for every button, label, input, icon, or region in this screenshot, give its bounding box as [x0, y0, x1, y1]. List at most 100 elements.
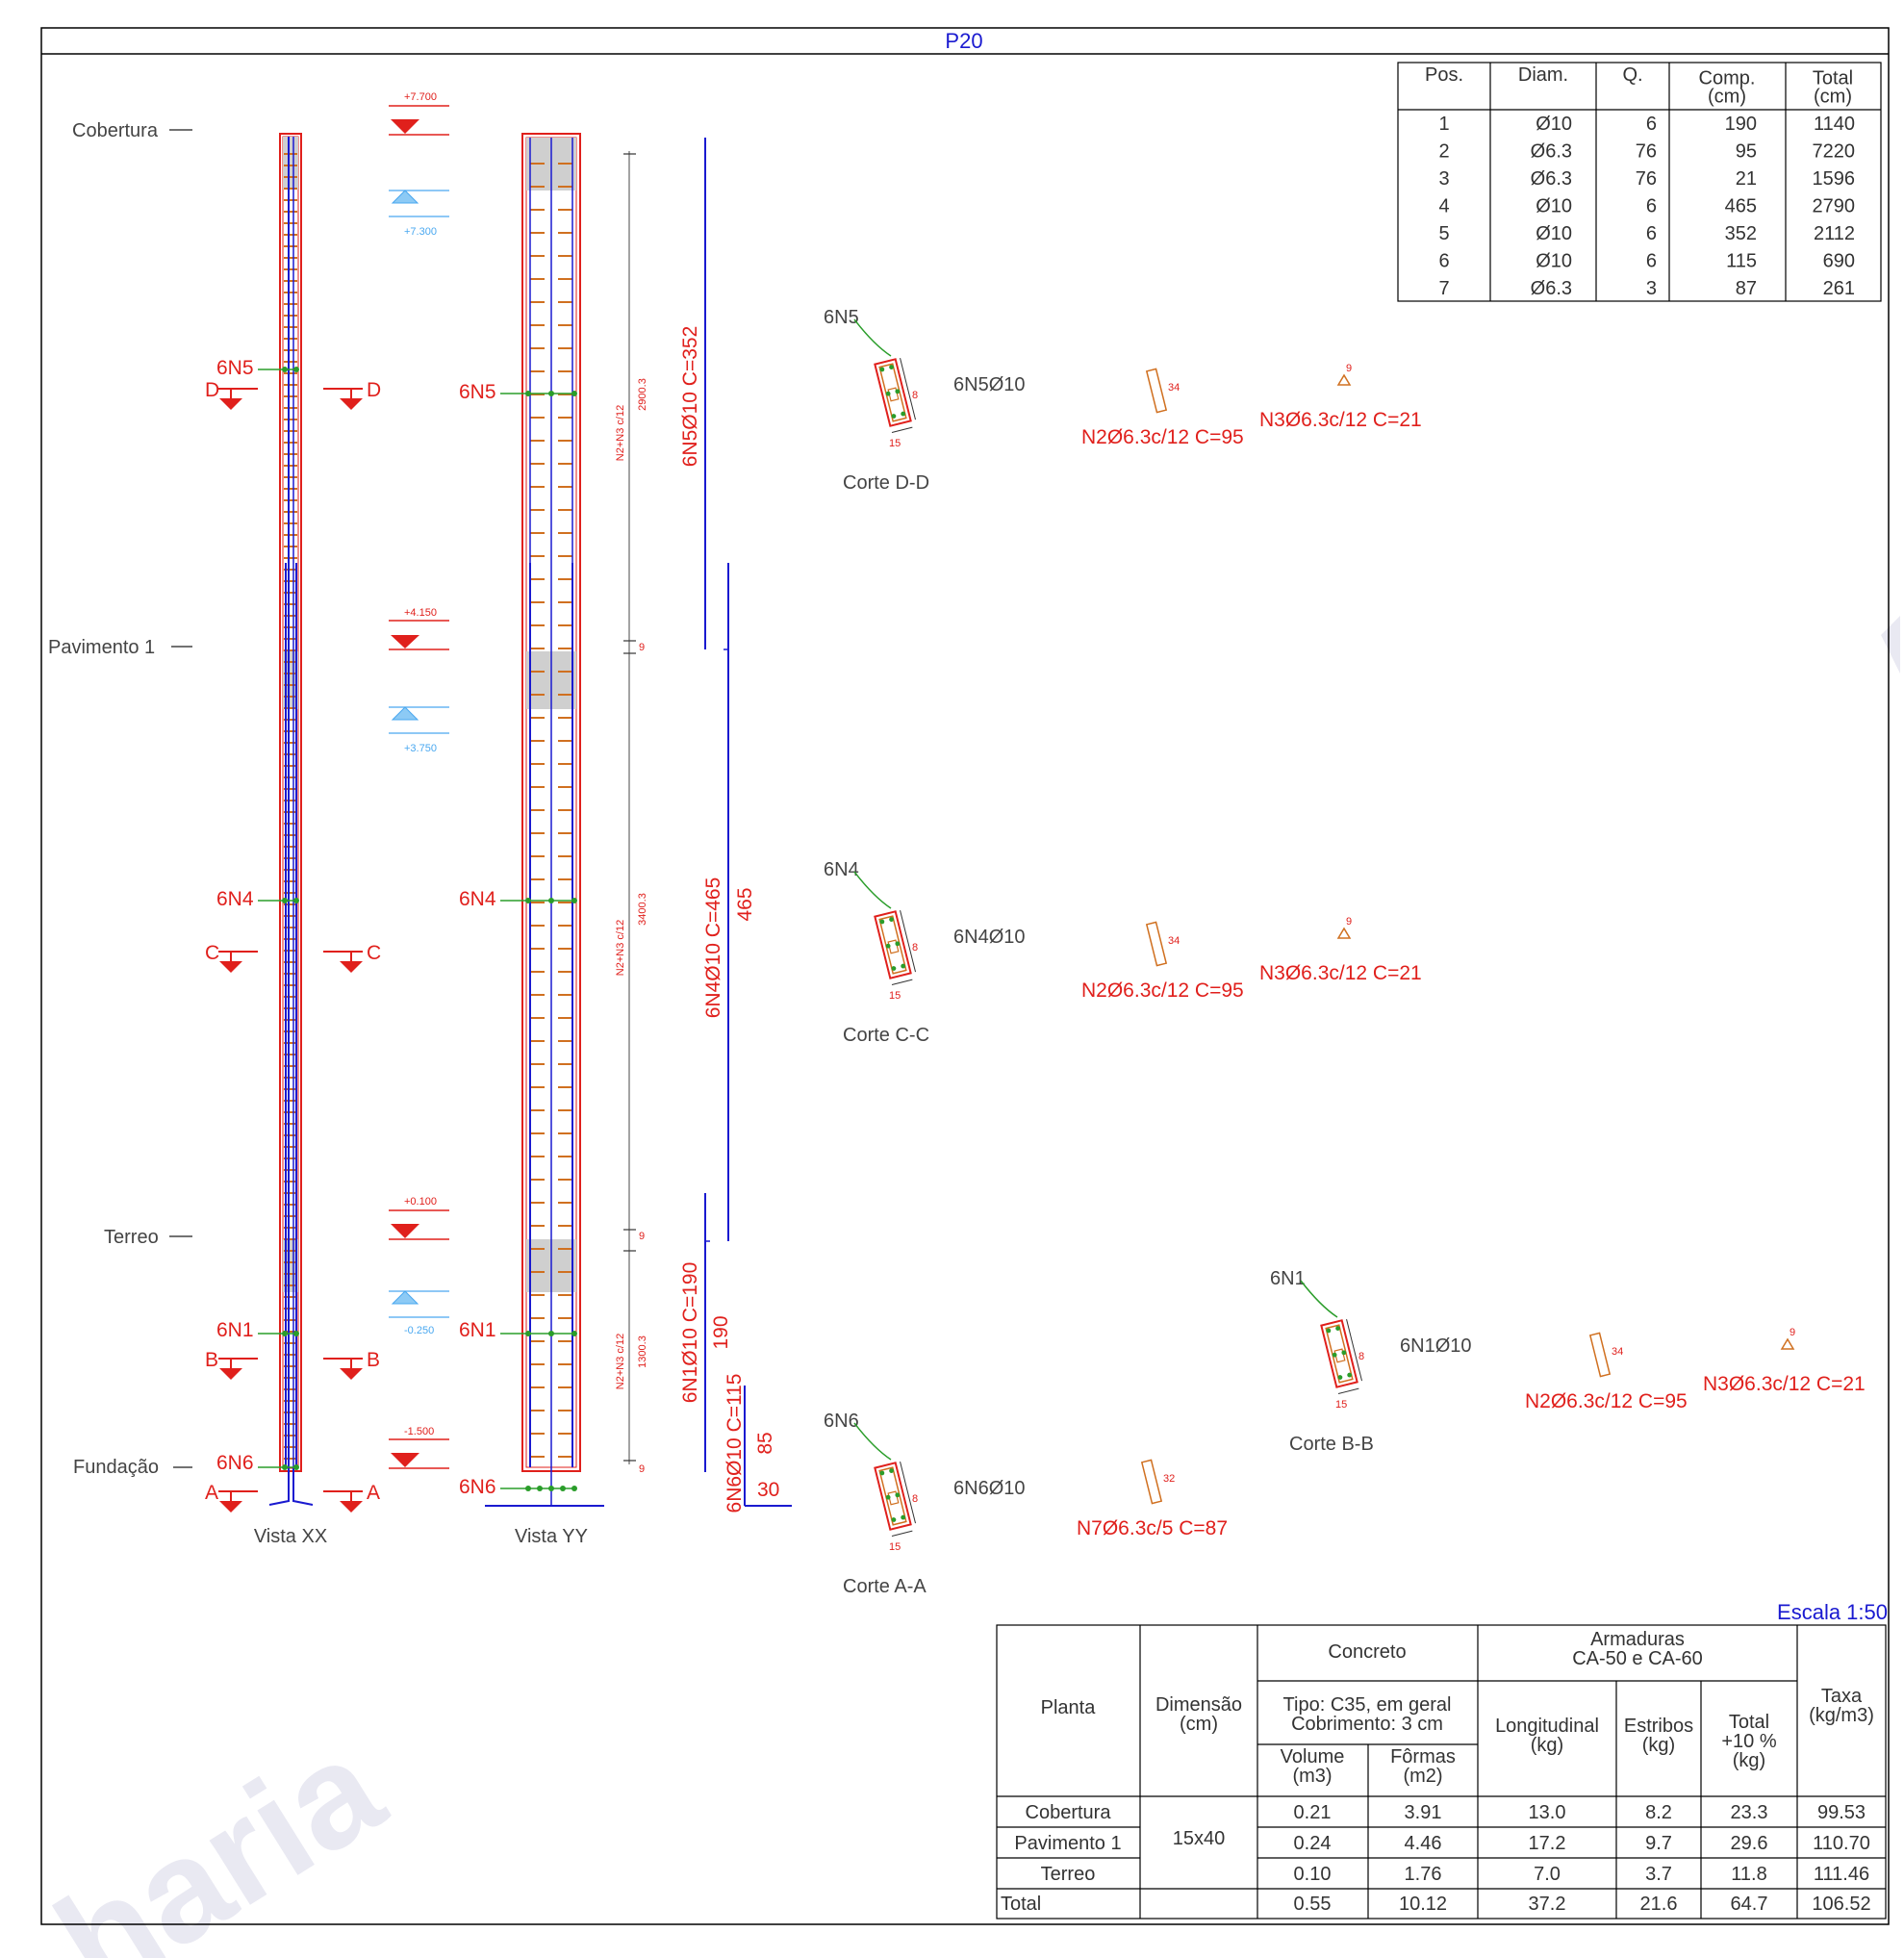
- stirrup-dim: 34: [1168, 382, 1180, 394]
- sum-cell: 0.24: [1294, 1833, 1332, 1854]
- sum-cell: 99.53: [1817, 1802, 1866, 1823]
- steel-cell: 3: [1438, 168, 1449, 190]
- section-tie: N3Ø6.3c/12 C=21: [1259, 409, 1422, 431]
- label-vista-xx: Vista XX: [254, 1526, 327, 1547]
- steel-cell: 76: [1636, 168, 1657, 190]
- steel-cell: 7220: [1813, 141, 1856, 163]
- tie-dim: 9: [1346, 916, 1352, 928]
- stirrup-note-lower: N2+N3 c/12: [615, 1334, 626, 1389]
- cut-letter-left: D: [205, 379, 219, 401]
- xx-mark-n6: 6N6: [216, 1452, 254, 1474]
- dim-width: 15: [889, 438, 901, 449]
- bar-n6-hook: 30: [757, 1479, 779, 1501]
- bar-n6-length: 85: [754, 1432, 776, 1454]
- steel-cell: 5: [1438, 223, 1449, 244]
- sum-cell: 4.46: [1405, 1833, 1442, 1854]
- section-mark: 6N4: [824, 859, 859, 880]
- level-cobertura: Cobertura: [72, 120, 159, 141]
- steel-cell: 352: [1725, 223, 1757, 244]
- stirrup-gap-2: 9: [639, 1231, 645, 1242]
- stirrup-note-upper: N2+N3 c/12: [615, 405, 626, 461]
- steel-cell: 1596: [1813, 168, 1856, 190]
- section-tie: N3Ø6.3c/12 C=21: [1259, 962, 1422, 984]
- elevation-markers: +7.700 +7.300 +4.150 +3.750 +0.100 -0.25…: [389, 91, 449, 1469]
- section-stirrup: N7Ø6.3c/5 C=87: [1077, 1517, 1228, 1539]
- sum-total-cell: 0.55: [1294, 1894, 1332, 1915]
- section-stirrup: N2Ø6.3c/12 C=95: [1081, 979, 1244, 1002]
- yy-mark-n4: 6N4: [459, 888, 496, 910]
- stirrup-len-upper: 2900.3: [637, 378, 648, 411]
- steel-header: Diam.: [1518, 64, 1568, 86]
- tie-dim: 9: [1790, 1327, 1795, 1338]
- steel-cell: 21: [1736, 168, 1757, 190]
- sum-row-label: Terreo: [1041, 1864, 1096, 1885]
- yy-mark-n5: 6N5: [459, 381, 496, 403]
- steel-cell: 2112: [1814, 223, 1855, 244]
- bar-n4-label: 6N4Ø10 C=465: [702, 877, 724, 1019]
- dim-height: 8: [912, 390, 918, 401]
- steel-cell: 690: [1823, 251, 1855, 272]
- sum-cell: 0.10: [1294, 1864, 1332, 1885]
- cut-letter-left: B: [205, 1349, 218, 1371]
- sum-cell: 17.2: [1529, 1833, 1566, 1854]
- level-pavimento1: Pavimento 1: [48, 637, 155, 658]
- sum-cell: 3.7: [1645, 1864, 1672, 1885]
- elev-m0250: -0.250: [404, 1325, 434, 1336]
- sum-total-cell: 37.2: [1529, 1894, 1566, 1915]
- xx-bar-marks: 6N5 6N4 6N1 6N6: [216, 357, 299, 1474]
- level-labels: Cobertura Pavimento 1 Terreo Fundação: [48, 120, 192, 1478]
- bar-n4-length: 465: [734, 887, 756, 921]
- stirrup-dimension-lines: N2+N3 c/12 2900.3 N2+N3 c/12 3400.3 N2+N…: [615, 151, 648, 1475]
- section-title: Corte C-C: [843, 1025, 929, 1046]
- stirrup-dim: 34: [1168, 935, 1180, 947]
- cut-letter-right: A: [367, 1482, 380, 1504]
- elev-0100: +0.100: [404, 1196, 437, 1208]
- sum-cell: 23.3: [1731, 1802, 1768, 1823]
- steel-cell: 2790: [1813, 196, 1856, 217]
- longitudinal-bars: 6N5Ø10 C=352 6N4Ø10 C=465 465 6N1Ø10 C=1…: [679, 138, 792, 1513]
- steel-header: Pos.: [1425, 64, 1463, 86]
- steel-cell: Ø6.3: [1531, 278, 1572, 299]
- dim-width: 15: [889, 990, 901, 1002]
- sum-h-volume: Volume(m3): [1281, 1746, 1345, 1787]
- cut-letter-right: B: [367, 1349, 380, 1371]
- scale-label: Escala 1:50: [1777, 1600, 1888, 1624]
- elev-3750: +3.750: [404, 743, 437, 754]
- steel-cell: Ø6.3: [1531, 168, 1572, 190]
- elev-4150: +4.150: [404, 607, 437, 619]
- sum-row-label: Pavimento 1: [1014, 1833, 1121, 1854]
- sum-row-label: Cobertura: [1026, 1802, 1112, 1823]
- steel-header: Q.: [1622, 64, 1642, 86]
- cut-letter-right: C: [367, 942, 381, 964]
- xx-mark-n4: 6N4: [216, 888, 254, 910]
- tie-dim: 9: [1346, 363, 1352, 374]
- elev-7700: +7.700: [404, 91, 437, 103]
- steel-cell: 95: [1736, 141, 1757, 163]
- sum-cell: 0.21: [1294, 1802, 1332, 1823]
- section-title: Corte B-B: [1289, 1434, 1374, 1455]
- section-tie: N3Ø6.3c/12 C=21: [1703, 1373, 1866, 1395]
- steel-cell: Ø10: [1536, 251, 1572, 272]
- sum-cell: 8.2: [1645, 1802, 1672, 1823]
- xx-mark-n1: 6N1: [216, 1319, 254, 1341]
- sum-h-formas: Fôrmas(m2): [1390, 1746, 1456, 1787]
- steel-cell: 87: [1736, 278, 1757, 299]
- steel-header: Comp.(cm): [1699, 68, 1756, 108]
- steel-cell: 6: [1646, 223, 1657, 244]
- bar-n5-label: 6N5Ø10 C=352: [679, 326, 701, 468]
- vista-xx: Vista XX: [254, 133, 327, 1547]
- steel-header: Total(cm): [1813, 68, 1853, 108]
- sum-h-dimensao: Dimensão(cm): [1155, 1694, 1242, 1735]
- yy-mark-n1: 6N1: [459, 1319, 496, 1341]
- stirrup-gap-1: 9: [639, 642, 645, 653]
- stirrup-note-middle: N2+N3 c/12: [615, 920, 626, 976]
- yy-bar-marks: 6N5 6N4 6N1 6N6: [459, 381, 577, 1498]
- steel-cell: 1: [1438, 114, 1449, 135]
- section-title: Corte D-D: [843, 472, 929, 494]
- sum-cell: 1.76: [1405, 1864, 1442, 1885]
- cut-letter-left: C: [205, 942, 219, 964]
